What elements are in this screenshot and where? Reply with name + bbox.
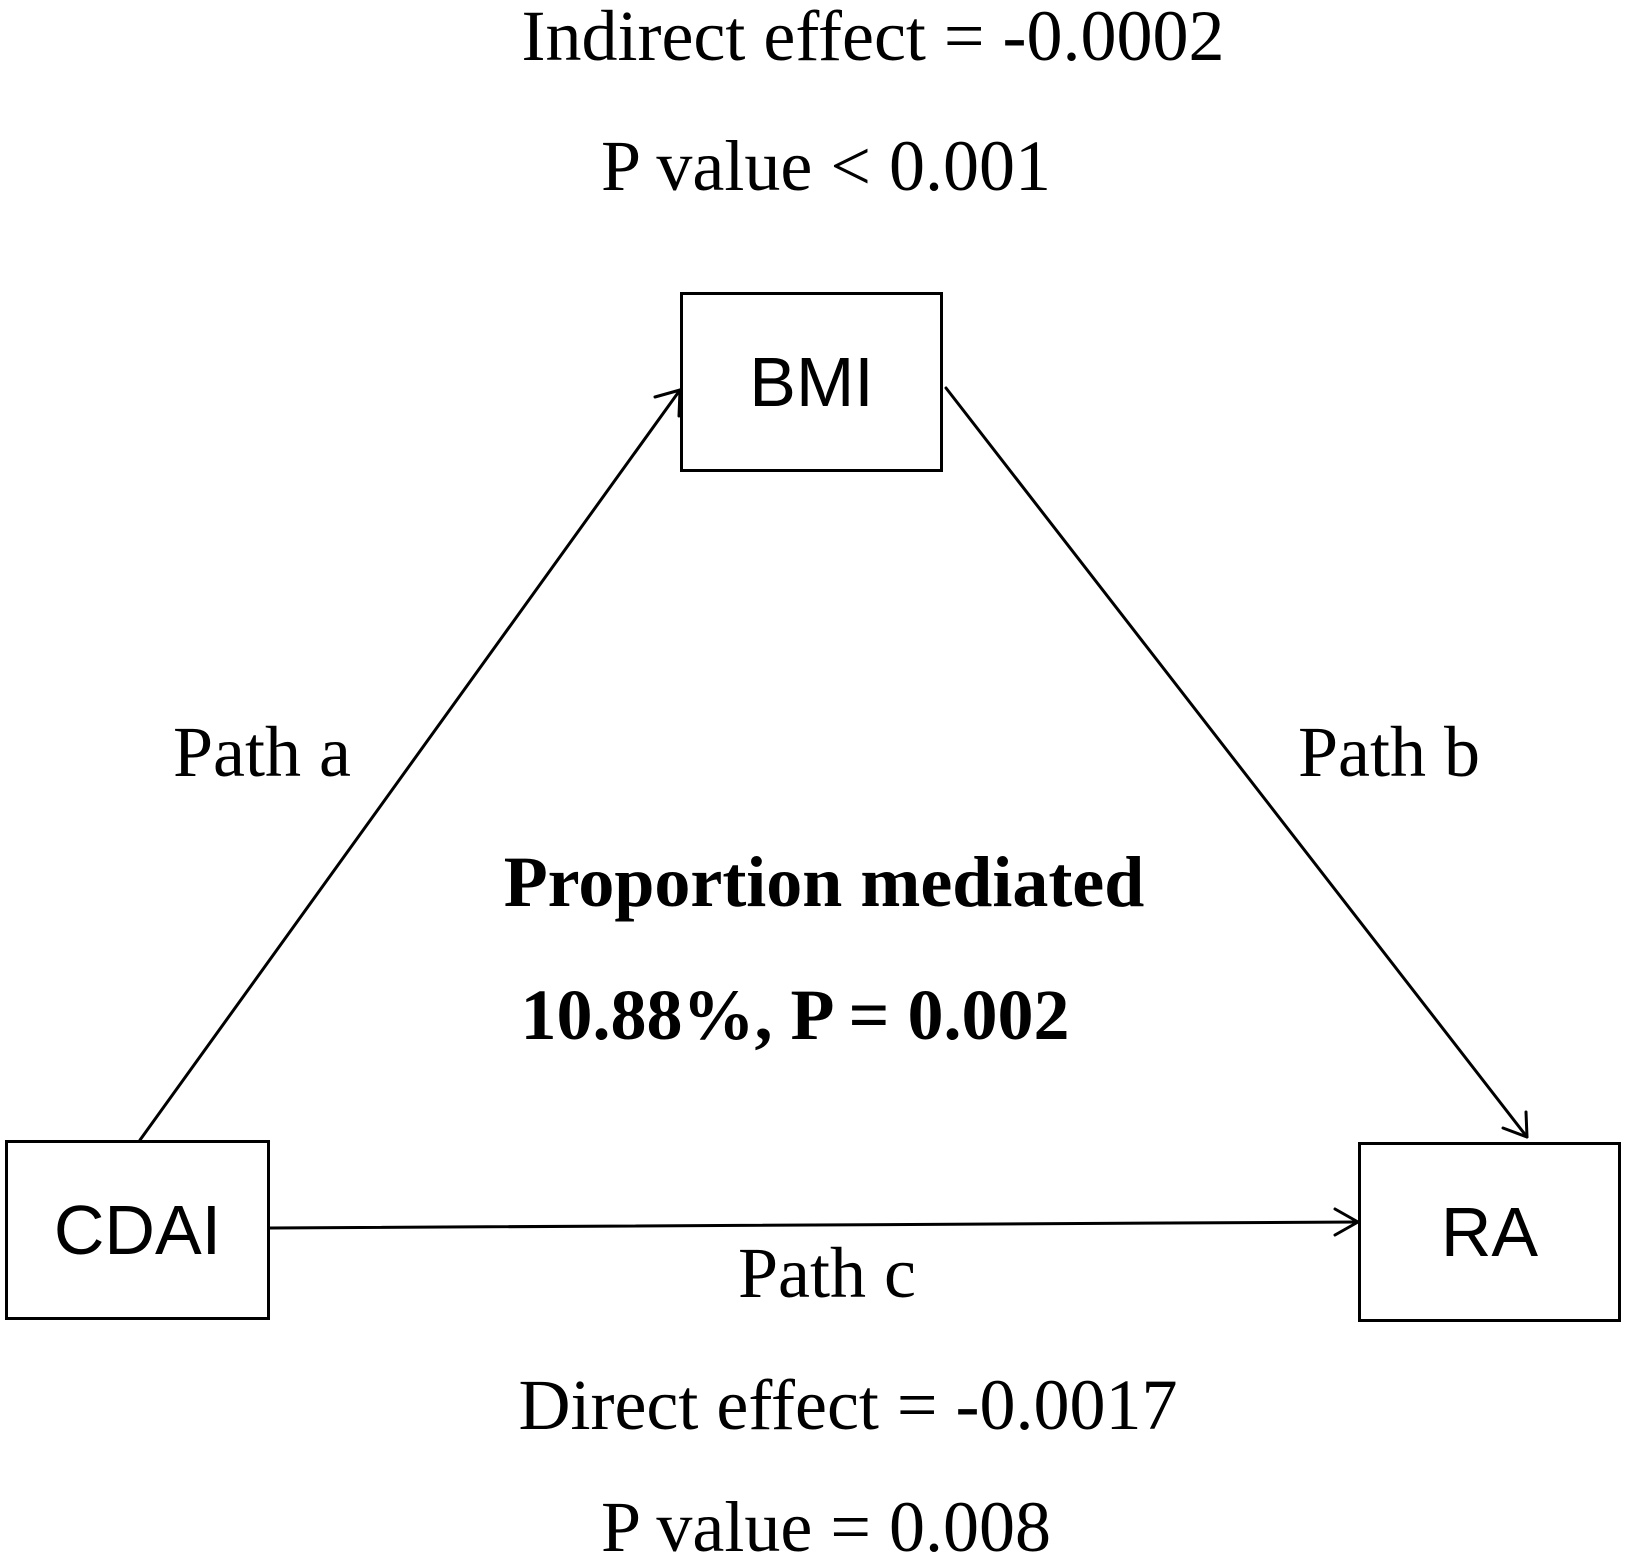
proportion-mediated-title: Proportion mediated [503, 842, 1145, 922]
path-a-arrow-line [138, 388, 682, 1142]
path-b-label: Path b [1297, 712, 1481, 792]
proportion-mediated-value: 10.88%, P = 0.002 [520, 975, 1070, 1055]
outcome-node-label: RA [1440, 1193, 1539, 1271]
exposure-node-label: CDAI [53, 1191, 222, 1269]
path-b-arrow-line [944, 386, 1529, 1139]
path-c-arrow-line [268, 1220, 1360, 1230]
indirect-p-value-label: P value < 0.001 [601, 126, 1051, 206]
path-c-label: Path c [738, 1233, 916, 1313]
mediator-node-label: BMI [749, 343, 874, 421]
exposure-node-box: CDAI [5, 1140, 270, 1320]
direct-p-value-label: P value = 0.008 [601, 1487, 1051, 1567]
path-a-label: Path a [173, 712, 351, 792]
direct-effect-label: Direct effect = -0.0017 [518, 1365, 1178, 1445]
path-b-arrowhead [1501, 1110, 1529, 1139]
mediator-node-box: BMI [680, 292, 943, 472]
indirect-effect-label: Indirect effect = -0.0002 [521, 0, 1225, 76]
outcome-node-box: RA [1358, 1142, 1621, 1322]
